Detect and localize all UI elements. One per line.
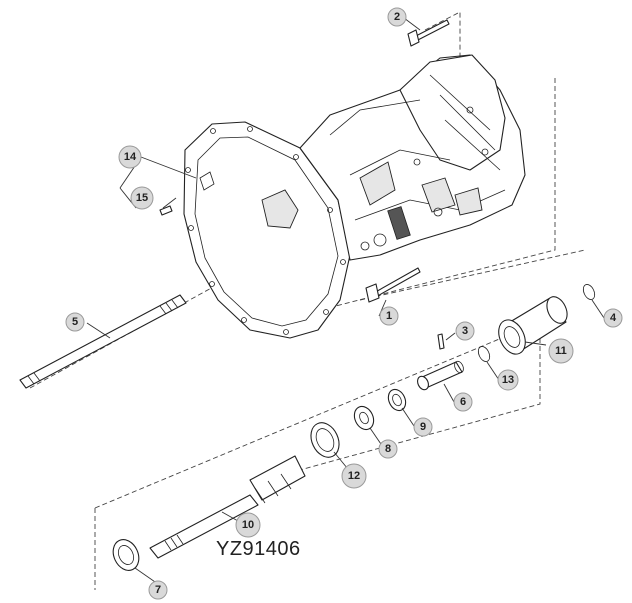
callout-6: 6: [453, 392, 473, 412]
callout-11-label: 11: [555, 345, 567, 357]
snap-ring-13: [477, 346, 491, 362]
leader-lines: [86, 17, 605, 585]
callout-13: 13: [497, 369, 519, 391]
callout-4-label: 4: [610, 312, 617, 324]
callout-7: 7: [148, 580, 168, 600]
seal-12: [310, 422, 340, 458]
callout-5: 5: [65, 312, 85, 332]
callout-7-label: 7: [155, 584, 161, 596]
callout-2: 2: [387, 7, 407, 27]
callout-13-label: 13: [502, 374, 514, 386]
callout-9-label: 9: [420, 421, 426, 433]
dowel-pin-15: [159, 205, 173, 216]
bell-housing-flange: [183, 121, 351, 339]
callout-2-label: 2: [394, 11, 400, 23]
bearing-9: [387, 388, 407, 412]
callout-5-label: 5: [72, 316, 78, 328]
transmission-housing: [183, 54, 526, 339]
callout-8: 8: [378, 439, 398, 459]
callout-4: 4: [603, 308, 623, 328]
bolt-top: [407, 19, 450, 47]
sleeve-6: [417, 360, 464, 391]
input-shaft-5: [19, 294, 187, 389]
callout-10: 10: [235, 512, 261, 538]
bushing-11: [498, 296, 568, 355]
callout-15-label: 15: [136, 192, 148, 204]
callout-15: 15: [130, 186, 154, 210]
roll-pin-3: [437, 333, 445, 350]
callout-3-label: 3: [462, 325, 468, 337]
assembly-guide-lines: [29, 11, 586, 590]
output-shaft-10: [149, 455, 306, 559]
callout-11: 11: [548, 338, 574, 364]
callout-6-label: 6: [460, 396, 466, 408]
callout-1-label: 1: [386, 310, 392, 322]
callout-12: 12: [341, 463, 367, 489]
washer-8: [353, 405, 375, 431]
callout-9: 9: [413, 417, 433, 437]
callout-1: 1: [379, 306, 399, 326]
callout-14: 14: [118, 145, 142, 169]
callout-10-label: 10: [242, 519, 254, 531]
callout-8-label: 8: [385, 443, 391, 455]
callout-14-label: 14: [124, 151, 137, 163]
callout-3: 3: [455, 321, 475, 341]
diagram-code: YZ91406: [216, 538, 301, 560]
snap-ring-4: [582, 284, 596, 300]
bolt-lower: [365, 267, 421, 303]
callout-12-label: 12: [348, 470, 360, 482]
seal-7: [112, 539, 140, 571]
